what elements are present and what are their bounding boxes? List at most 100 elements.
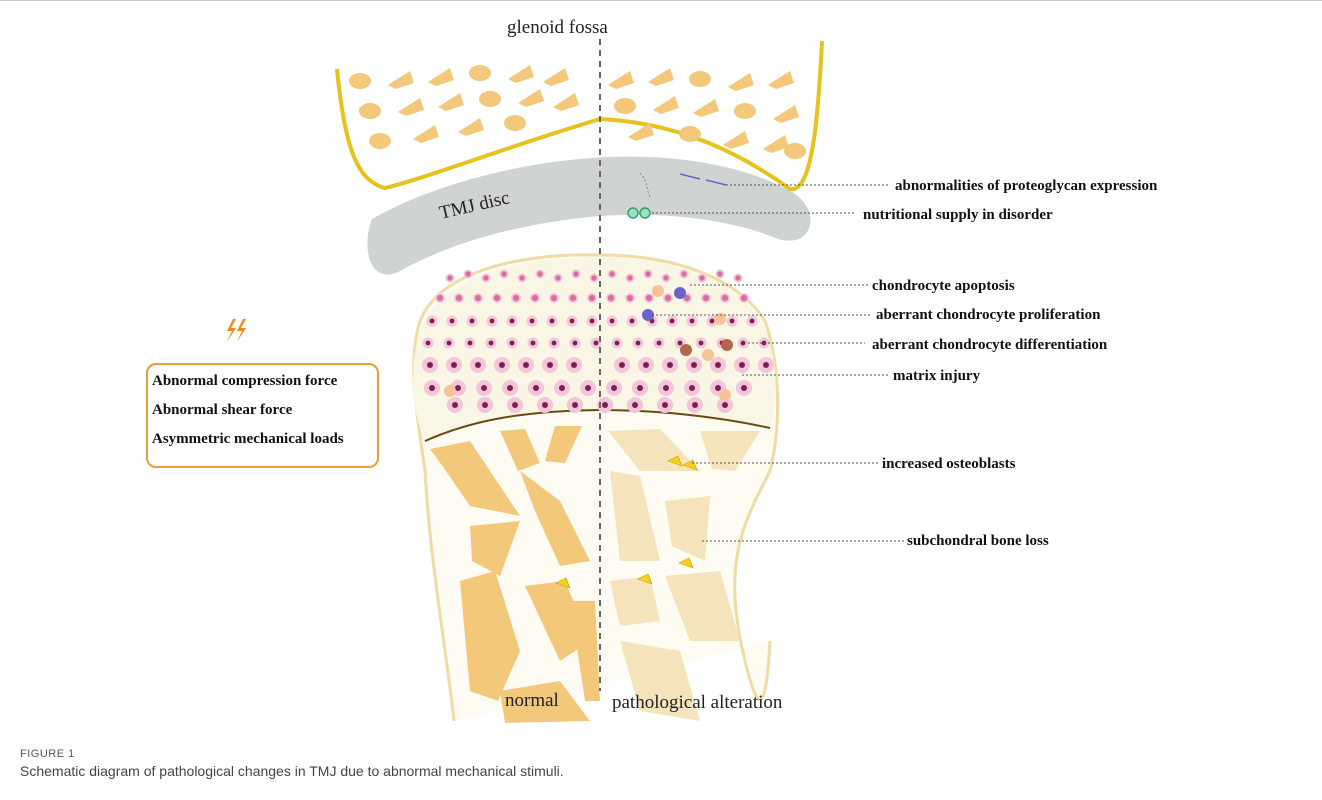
chondrocyte	[523, 362, 529, 368]
chondrocyte	[741, 341, 746, 346]
bone-fragment	[469, 65, 491, 81]
chondrocyte	[585, 385, 591, 391]
chondrocyte	[426, 341, 431, 346]
chondrocyte	[609, 271, 614, 276]
chondrocyte	[615, 341, 620, 346]
chondrocyte	[481, 385, 487, 391]
chondrocyte	[552, 341, 557, 346]
chondrocyte	[611, 385, 617, 391]
chondrocyte	[510, 319, 515, 324]
lightning-icon	[227, 319, 246, 342]
chondrocyte	[429, 385, 435, 391]
bone-fragment	[734, 103, 756, 119]
chondrocyte	[710, 319, 715, 324]
fossa-bone-fragments	[349, 65, 806, 159]
altered-chondrocyte	[702, 349, 714, 361]
chondrocyte	[513, 295, 519, 301]
chondrocyte	[483, 275, 488, 280]
chondrocyte	[730, 319, 735, 324]
chondrocyte	[645, 271, 650, 276]
chondrocyte	[532, 295, 538, 301]
chondrocyte	[608, 295, 614, 301]
bone-fragment	[768, 71, 794, 89]
chondrocyte	[630, 319, 635, 324]
chondrocyte	[573, 271, 578, 276]
figure-number: FIGURE 1	[20, 748, 75, 760]
chondrocyte	[519, 275, 524, 280]
chondrocyte	[452, 402, 458, 408]
chondrocyte	[590, 319, 595, 324]
annotation-proteoglycan: abnormalities of proteoglycan expression	[895, 178, 1158, 194]
chondrocyte	[681, 271, 686, 276]
chondrocyte	[646, 295, 652, 301]
bone-fragment	[628, 123, 654, 141]
chondrocyte	[619, 362, 625, 368]
chondrocyte	[689, 385, 695, 391]
chondrocyte	[499, 362, 505, 368]
chondrocyte	[572, 402, 578, 408]
chondrocyte	[665, 295, 671, 301]
chondrocyte	[657, 341, 662, 346]
bone-fragment	[388, 71, 414, 89]
chondrocyte	[670, 319, 675, 324]
chondrocyte	[692, 402, 698, 408]
force-compression: Abnormal compression force	[152, 370, 377, 399]
altered-chondrocyte	[719, 389, 731, 401]
chondrocyte	[699, 275, 704, 280]
chondrocyte	[627, 295, 633, 301]
chondrocyte	[722, 295, 728, 301]
altered-chondrocyte	[721, 339, 733, 351]
bone-fragment	[784, 143, 806, 159]
bone-fragment	[679, 126, 701, 142]
chondrocyte	[715, 385, 721, 391]
bone-fragment	[553, 93, 579, 111]
chondrocyte	[663, 385, 669, 391]
chondrocyte	[551, 295, 557, 301]
bone-fragment	[614, 98, 636, 114]
chondrocyte	[573, 341, 578, 346]
chondrocyte	[594, 341, 599, 346]
chondrocyte	[589, 295, 595, 301]
chondrocyte	[427, 362, 433, 368]
chondrocyte	[591, 275, 596, 280]
bone-fragment	[349, 73, 371, 89]
chondrocyte	[530, 319, 535, 324]
bone-fragment	[648, 68, 674, 86]
chondrocyte	[602, 402, 608, 408]
chondrocyte	[662, 402, 668, 408]
chondrocyte	[741, 295, 747, 301]
bone-fragment	[504, 115, 526, 131]
chondrocyte	[610, 319, 615, 324]
bone-fragment	[653, 96, 679, 114]
chondrocyte	[636, 341, 641, 346]
chondrocyte	[489, 341, 494, 346]
glenoid-fossa-label: glenoid fossa	[507, 17, 608, 38]
bone-fragment	[458, 118, 484, 136]
chondrocyte	[447, 341, 452, 346]
bone-fragment	[508, 65, 534, 83]
chondrocyte	[450, 319, 455, 324]
chondrocyte	[490, 319, 495, 324]
chondrocyte	[667, 362, 673, 368]
chondrocyte	[447, 275, 452, 280]
annotation-differentiation: aberrant chondrocyte differentiation	[872, 337, 1108, 353]
bone-fragment	[543, 68, 569, 86]
chondrocyte	[663, 275, 668, 280]
bone-fragment	[773, 105, 799, 123]
chondrocyte	[703, 295, 709, 301]
chondrocyte	[570, 295, 576, 301]
chondrocyte	[763, 362, 769, 368]
chondrocyte	[690, 319, 695, 324]
chondrocyte	[699, 341, 704, 346]
annotation-nutrition: nutritional supply in disorder	[863, 207, 1053, 223]
chondrocyte	[550, 319, 555, 324]
chondrocyte	[741, 385, 747, 391]
chondrocyte	[643, 362, 649, 368]
chondrocyte	[512, 402, 518, 408]
bone-fragment	[693, 99, 719, 117]
chondrocyte	[750, 319, 755, 324]
chondrocyte	[507, 385, 513, 391]
annotation-osteoblasts: increased osteoblasts	[882, 456, 1016, 472]
bone-fragment	[413, 125, 439, 143]
chondrocyte	[470, 319, 475, 324]
